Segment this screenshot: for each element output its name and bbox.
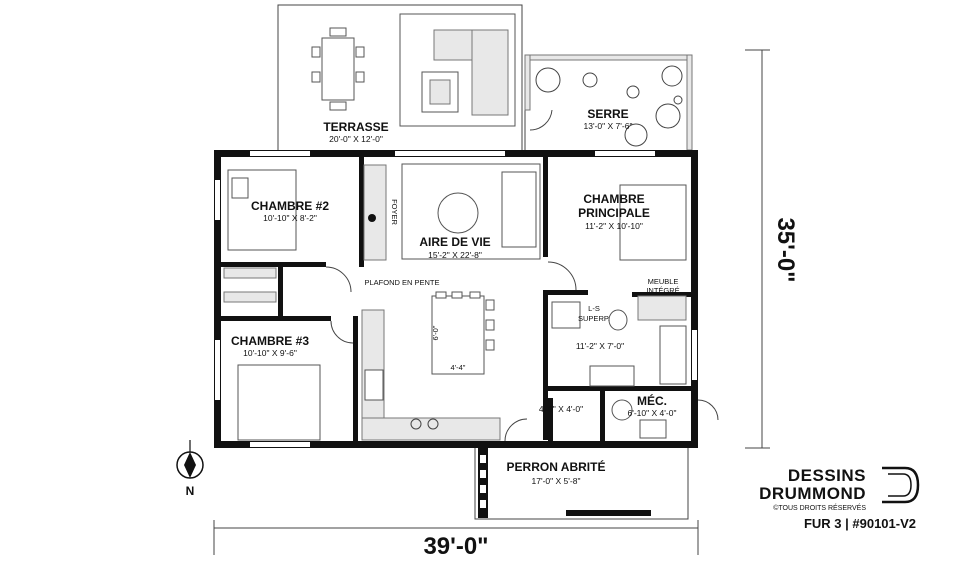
porch-label: PERRON ABRITÉ (507, 459, 606, 474)
built-in-furniture-note-2: INTÉGRÉ (646, 286, 679, 295)
bedroom2-label: CHAMBRE #2 (251, 199, 329, 213)
fireplace-note: FOYER (390, 199, 399, 225)
overall-depth-dimension: 35'-0" (772, 217, 799, 282)
porch-area (474, 448, 689, 520)
built-in-furniture-note-1: MEUBLE (648, 277, 679, 286)
greenhouse-area (524, 54, 693, 151)
mechanical-room-label: MÉC. (637, 393, 667, 408)
plan-number: FUR 3 | #90101-V2 (804, 516, 916, 531)
fixtures (223, 163, 719, 442)
bedroom2-dims: 10'-10" X 8'-2" (263, 213, 317, 223)
sloped-ceiling-note: PLAFOND EN PENTE (364, 278, 439, 287)
copyright-note: ©TOUS DROITS RÉSERVÉS (773, 503, 866, 512)
exterior-walls (214, 150, 698, 448)
terrace-area (277, 4, 523, 150)
living-area-label: AIRE DE VIE (419, 235, 490, 249)
north-arrow-icon (176, 440, 204, 479)
master-bedroom-label-1: CHAMBRE (583, 192, 644, 206)
overall-width-dimension: 39'-0" (423, 533, 488, 560)
brand-name-line2: DRUMMOND (759, 484, 866, 503)
island-width-note: 4'-4" (451, 363, 466, 372)
dimension-lines (213, 49, 770, 555)
brand-name-line1: DESSINS (788, 466, 866, 485)
north-label: N (186, 484, 195, 498)
master-bedroom-label-2: PRINCIPALE (578, 206, 650, 220)
greenhouse-dims: 13'-0" X 7'-6" (584, 121, 633, 131)
greenhouse-label: SERRE (587, 107, 628, 121)
stacked-washer-note-2: SUPERP. (578, 314, 610, 323)
master-bedroom-dims: 11'-2" X 10'-10" (585, 221, 643, 231)
terrace-dims: 20'-0" X 12'-0" (329, 134, 383, 144)
bedroom3-label: CHAMBRE #3 (231, 334, 309, 348)
terrace-label: TERRASSE (323, 120, 388, 134)
brand-logo (882, 466, 920, 504)
porch-dims: 17'-0" X 5'-8" (532, 476, 581, 486)
bedroom3-dims: 10'-10" X 9'-6" (243, 348, 297, 358)
bathroom-dims: 11'-2" X 7'-0" (576, 341, 624, 351)
storage-dims: 4'-0" X 4'-0" (539, 404, 583, 414)
interior-walls (221, 157, 691, 441)
living-area-dims: 15'-2" X 22'-8" (428, 250, 482, 260)
mechanical-room-dims: 6'-10" X 4'-0" (628, 408, 677, 418)
island-length-note: 6'-0" (431, 325, 440, 340)
stacked-washer-note-1: L-S (588, 304, 600, 313)
